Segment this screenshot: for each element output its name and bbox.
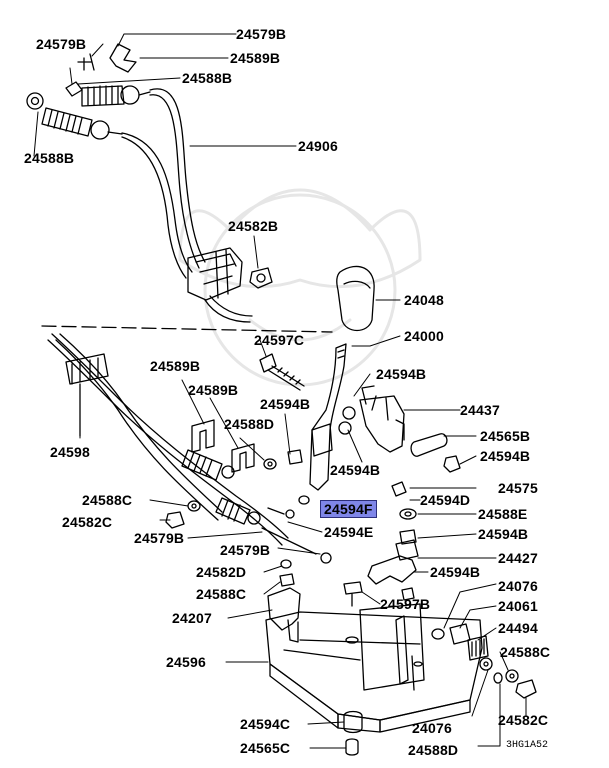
part-label[interactable]: 24588C <box>500 644 551 660</box>
part-label[interactable]: 24000 <box>404 328 444 344</box>
knob-24048 <box>336 265 375 332</box>
clip-top <box>109 43 137 73</box>
separator-line <box>41 325 333 333</box>
part-label[interactable]: 24076 <box>498 578 538 594</box>
leader-lines <box>33 33 527 749</box>
part-label[interactable]: 24579B <box>220 542 271 558</box>
part-label[interactable]: 24582B <box>228 218 279 234</box>
part-label[interactable]: 24048 <box>404 292 444 308</box>
bushing-24594b <box>399 529 417 545</box>
part-label[interactable]: 24437 <box>460 402 500 418</box>
part-label[interactable]: 24575 <box>498 480 538 496</box>
clip-lower-1 <box>191 419 215 453</box>
pin-24565b <box>410 433 448 457</box>
part-label[interactable]: 24594B <box>260 396 311 412</box>
part-label[interactable]: 24579B <box>236 26 287 42</box>
base-24596 <box>265 603 483 733</box>
bushing-24594c <box>343 710 363 734</box>
part-label[interactable]: 24582C <box>498 712 549 728</box>
bushing-24565c <box>345 738 359 756</box>
part-label-highlighted[interactable]: 24594F <box>320 500 377 518</box>
part-label[interactable]: 24597B <box>380 596 431 612</box>
part-label[interactable]: 24565B <box>480 428 531 444</box>
part-label[interactable]: 24594B <box>376 366 427 382</box>
part-label[interactable]: 24207 <box>172 610 212 626</box>
part-label[interactable]: 24588C <box>196 586 247 602</box>
part-label[interactable]: 24494 <box>498 620 538 636</box>
part-label[interactable]: 24594E <box>324 524 374 540</box>
part-label[interactable]: 24582D <box>196 564 247 580</box>
part-label[interactable]: 24579B <box>134 530 185 546</box>
watermark <box>178 188 422 387</box>
part-label[interactable]: 24594B <box>430 564 481 580</box>
part-label[interactable]: 24565C <box>240 740 291 756</box>
selector-24427 <box>367 555 417 585</box>
part-label[interactable]: 24594B <box>478 526 529 542</box>
housing-24437 <box>338 385 405 453</box>
pin-top <box>77 53 95 71</box>
part-label[interactable]: 24594B <box>480 448 531 464</box>
part-label[interactable]: 24588B <box>182 70 233 86</box>
bracket-24207 <box>267 587 301 631</box>
cable-lower <box>47 333 332 564</box>
part-label[interactable]: 24598 <box>50 444 90 460</box>
lever-24000 <box>309 343 347 491</box>
washer-top <box>65 81 83 97</box>
part-label[interactable]: 24061 <box>498 598 538 614</box>
nut-24582b <box>249 267 273 289</box>
bolt-24597c <box>259 353 305 391</box>
bolt-24597b <box>343 581 363 607</box>
part-label[interactable]: 24588D <box>224 416 275 432</box>
part-label[interactable]: 24427 <box>498 550 538 566</box>
part-label[interactable]: 24579B <box>36 36 87 52</box>
washers <box>165 449 310 587</box>
part-label[interactable]: 24588D <box>408 742 459 758</box>
part-label[interactable]: 24076 <box>412 720 452 736</box>
part-label[interactable]: 24589B <box>230 50 281 66</box>
part-label[interactable]: 24588B <box>24 150 75 166</box>
part-label[interactable]: 24589B <box>150 358 201 374</box>
part-label[interactable]: 24594B <box>330 462 381 478</box>
clip-24575 <box>391 481 407 497</box>
part-label[interactable]: 24589B <box>188 382 239 398</box>
part-label[interactable]: 24594D <box>420 492 471 508</box>
part-label[interactable]: 24588E <box>478 506 528 522</box>
part-label[interactable]: 24588C <box>82 492 133 508</box>
drawing-code: 3HG1A52 <box>506 740 549 751</box>
part-label[interactable]: 24596 <box>166 654 206 670</box>
part-label[interactable]: 24906 <box>298 138 338 154</box>
right-bushings <box>431 623 537 699</box>
part-label[interactable]: 24594C <box>240 716 291 732</box>
washer-24588e <box>399 508 417 520</box>
cable-upper <box>26 85 253 323</box>
part-label[interactable]: 24582C <box>62 514 113 530</box>
part-label[interactable]: 24597C <box>254 332 305 348</box>
